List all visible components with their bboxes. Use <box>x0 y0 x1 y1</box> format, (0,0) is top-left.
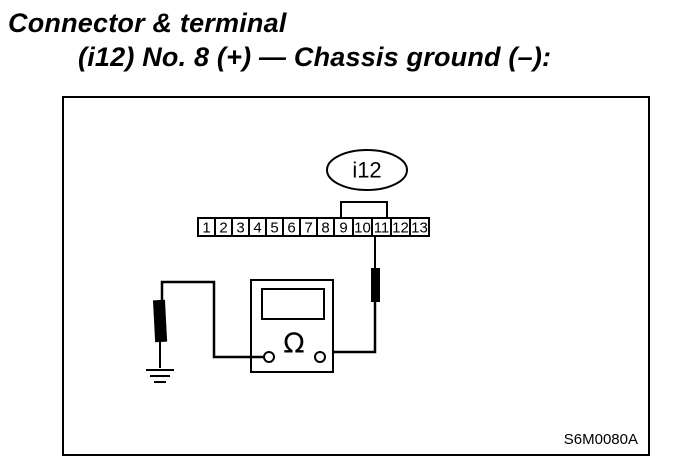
connector-pin-9: 9 <box>333 217 354 237</box>
connector-pin-label: 6 <box>287 220 295 237</box>
connector-pin-label: 7 <box>304 220 312 237</box>
connector-pin-label: 13 <box>411 220 428 237</box>
connector-pin-12: 12 <box>390 217 411 237</box>
chassis-ground-icon <box>146 369 174 383</box>
connector-pin-label: 4 <box>253 220 261 237</box>
connector-pin-label: 8 <box>321 220 329 237</box>
connector-pin-label: 5 <box>270 220 278 237</box>
probe-positive <box>332 236 380 354</box>
ohm-symbol: Ω <box>283 327 304 360</box>
connector-pin-4: 4 <box>248 217 267 237</box>
ohmmeter[interactable]: Ω <box>250 279 334 373</box>
connector-pin-10: 10 <box>352 217 373 237</box>
connector-latch <box>340 201 388 220</box>
ohmmeter-display <box>261 288 325 320</box>
probe-ground <box>152 280 264 368</box>
connector-pin-7: 7 <box>299 217 318 237</box>
connector-pin-13: 13 <box>409 217 430 237</box>
heading-line-2: (i12) No. 8 (+) — Chassis ground (–): <box>78 42 552 72</box>
connector-pin-8: 8 <box>316 217 335 237</box>
figure-code: S6M0080A <box>564 431 638 448</box>
terminal-positive <box>314 351 326 363</box>
heading-line-1: Connector & terminal <box>8 8 287 38</box>
connector-pin-label: 1 <box>202 220 210 237</box>
connector-pin-11: 11 <box>371 217 392 237</box>
connector-pin-1: 1 <box>197 217 216 237</box>
connector-pin-label: 9 <box>339 220 347 237</box>
connector-pin-3: 3 <box>231 217 250 237</box>
connector-pin-label: 10 <box>354 220 371 237</box>
connector-pin-6: 6 <box>282 217 301 237</box>
connector-pin-label: 11 <box>374 220 390 237</box>
diagram-frame <box>62 96 650 456</box>
terminal-negative <box>263 351 275 363</box>
connector-pin-label: 2 <box>219 220 227 237</box>
connector-pin-label: 3 <box>236 220 244 237</box>
connector-pin-2: 2 <box>214 217 233 237</box>
connector-pin-label: 12 <box>392 220 409 237</box>
connector-label: i12 <box>326 149 408 191</box>
connector-label-text: i12 <box>352 158 381 183</box>
connector-pin-5: 5 <box>265 217 284 237</box>
